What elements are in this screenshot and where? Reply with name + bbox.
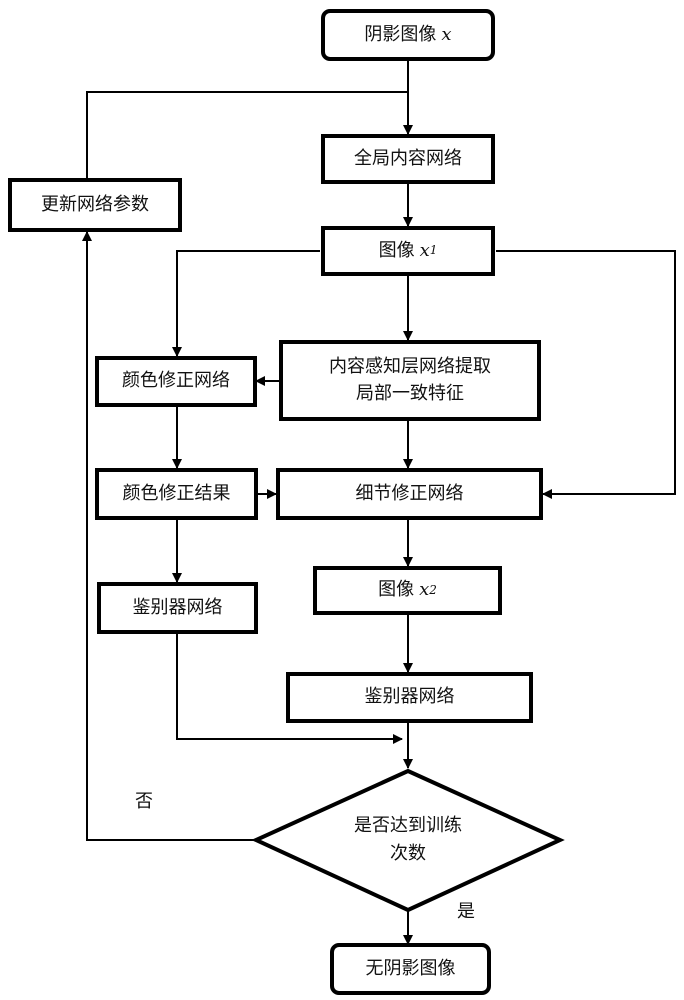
node-label: 图像 [378,579,415,601]
decision-diamond [251,768,565,913]
node-label: 颜色修正结果 [122,482,231,504]
global-content-network-node: 全局内容网络 [321,134,495,184]
edge-x1-to-detail [496,250,676,499]
node-variable: x [419,579,430,601]
color-correction-network-node: 颜色修正网络 [95,356,257,407]
node-label-line1: 内容感知层网络提取 [329,356,491,378]
node-subscript: 2 [429,582,437,597]
node-label: 更新网络参数 [41,193,149,215]
discriminator-right-node: 鉴别器网络 [286,672,533,723]
node-label: 全局内容网络 [354,147,462,169]
decision-label: 是否达到训练 次数 [308,812,508,868]
update-params-node: 更新网络参数 [8,178,182,232]
node-label: 图像 [378,239,415,261]
node-label: 阴影图像 [364,23,437,45]
shadow-free-image-node: 无阴影图像 [330,943,491,995]
node-variable: x [419,239,430,261]
node-label: 鉴别器网络 [132,596,223,618]
node-label: 无阴影图像 [365,957,456,979]
color-correction-result-node: 颜色修正结果 [95,468,258,520]
node-label: 颜色修正网络 [122,370,230,392]
node-label-line2: 局部一致特征 [356,382,464,404]
edge-decision-no [82,231,256,841]
decision-line2: 次数 [390,842,426,864]
node-variable: x [441,23,452,45]
discriminator-left-node: 鉴别器网络 [97,582,258,634]
edge-label-yes: 是 [457,901,475,922]
edge-label-no: 否 [135,791,153,812]
edge-update-to-global [86,91,408,182]
node-subscript: 1 [429,243,438,258]
edge-disc-left-to-merge [176,633,403,744]
node-label: 鉴别器网络 [364,686,455,708]
edge-x1-to-color [172,250,320,357]
detail-correction-network-node: 细节修正网络 [276,468,543,520]
content-aware-layer-node: 内容感知层网络提取 局部一致特征 [279,340,541,421]
decision-line1: 是否达到训练 [354,815,462,836]
node-label: 细节修正网络 [355,482,464,504]
